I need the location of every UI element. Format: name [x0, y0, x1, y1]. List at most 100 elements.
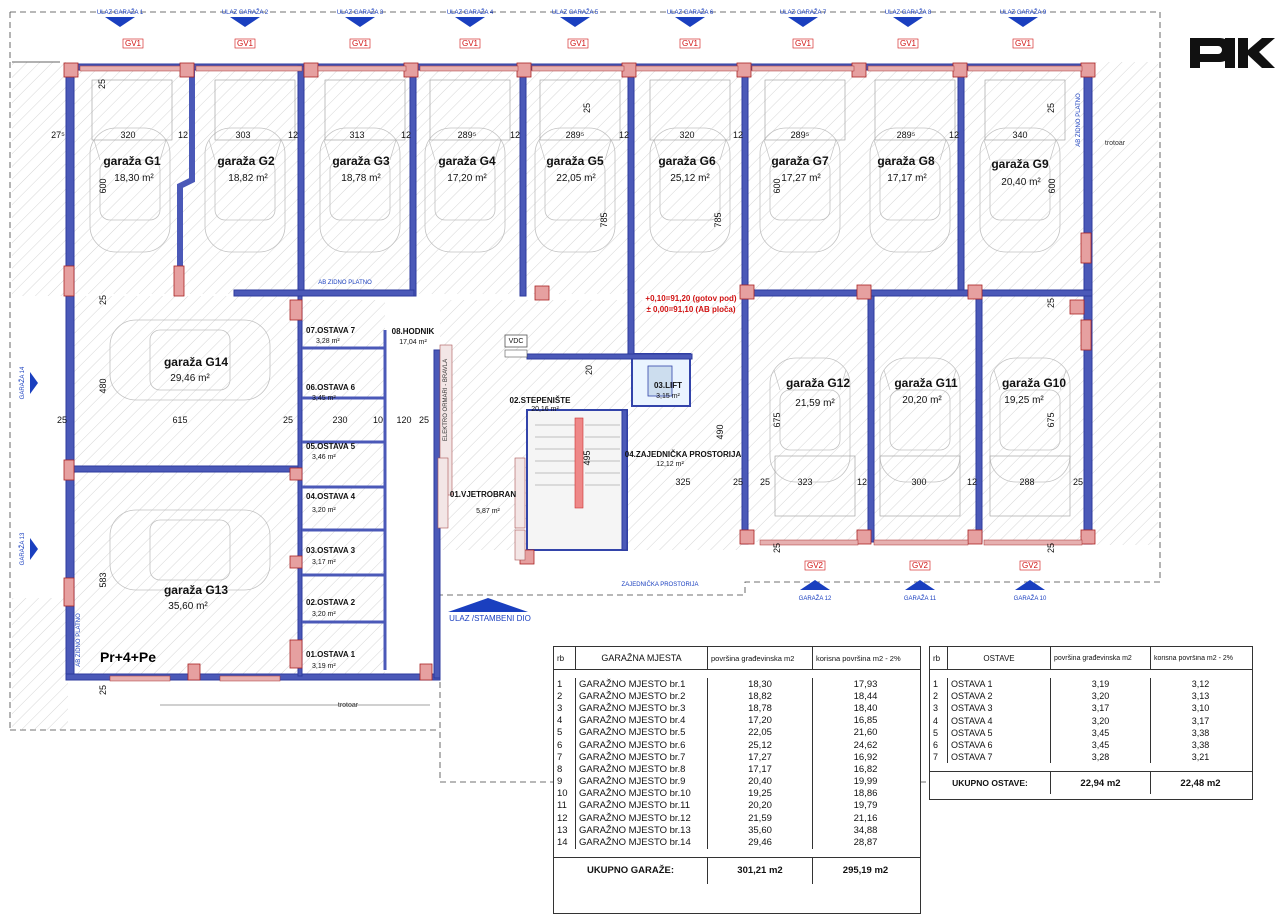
garage-area: 25,12 m²	[670, 173, 710, 184]
table-cell: 3,45	[1051, 738, 1151, 752]
dim: 12	[401, 130, 411, 140]
table-cell: GARAŽNO MJESTO br.13	[576, 824, 708, 837]
top-entrance-label: ULAZ GARAŽA 2	[222, 8, 269, 16]
garage-width: 289⁵	[897, 130, 916, 140]
table-cell: 22,05	[708, 726, 813, 739]
garage-area: 35,60 m²	[168, 601, 208, 612]
door-code: GV1	[570, 39, 587, 48]
left-garage-band	[68, 296, 300, 678]
garage-area: 18,30 m²	[114, 173, 154, 184]
dim: 25	[760, 477, 770, 487]
door-code: GV1	[352, 39, 369, 48]
storage-name: 05.OSTAVA 5	[306, 442, 356, 451]
table-cell: 3,28	[1051, 751, 1151, 764]
header-cell: korisna površina m2 - 2%	[1154, 654, 1233, 662]
table-cell: 10	[554, 787, 576, 800]
dim: 25	[98, 685, 108, 695]
garage-width: 289⁵	[458, 130, 477, 140]
top-garage-band	[68, 66, 1092, 294]
dim: 675	[1046, 412, 1056, 427]
header-cell: rb	[930, 647, 948, 669]
garage-area: 17,20 m²	[447, 173, 487, 184]
site-boundary	[10, 11, 1161, 783]
table-cell: GARAŽNO MJESTO br.6	[576, 738, 708, 752]
total-label: UKUPNO OSTAVE:	[930, 772, 1051, 795]
table-cell: 3,45	[1051, 726, 1151, 739]
table-cell: 5	[930, 726, 948, 739]
dim: 25	[283, 415, 293, 425]
table-cell: 20,40	[708, 775, 813, 788]
table-cell: OSTAVA 1	[948, 678, 1051, 691]
table-cell: OSTAVA 3	[948, 702, 1051, 715]
dim: 27⁵	[51, 130, 65, 140]
dim: 25	[582, 103, 592, 113]
storage-area: 3,46 m²	[312, 454, 336, 461]
table-header: rb GARAŽNA MJESTA površina građevinska m…	[554, 647, 920, 670]
sidewalk-label: trotoar	[338, 702, 359, 709]
garage-area: 21,59 m²	[795, 398, 835, 409]
garage-name: garaža G11	[894, 376, 958, 390]
table-cell: 7	[554, 751, 576, 764]
table-cell: 7	[930, 751, 948, 764]
garage-name: garaža G13	[164, 583, 228, 597]
garage-width: 289⁵	[791, 130, 810, 140]
wall-label: AB ZIDNO PLATNO	[76, 613, 82, 667]
table-cell: 19,99	[853, 776, 878, 788]
elektro-label: ELEKTRO ORMARI - BRAVLA	[443, 359, 449, 441]
table-cell: 17,27	[708, 751, 813, 764]
table-cell: 16,82	[853, 763, 878, 775]
dim: 120	[396, 415, 411, 425]
room-name: 01.VJETROBRAN	[450, 490, 516, 499]
table-cell: GARAŽNO MJESTO br.9	[576, 775, 708, 788]
total-gross: 22,94 m2	[1051, 772, 1151, 795]
door-code-bottom: GV2	[912, 561, 929, 570]
table-cell: GARAŽNO MJESTO br.5	[576, 726, 708, 739]
table-cell: 1	[930, 678, 948, 691]
table-cell: OSTAVA 2	[948, 690, 1051, 703]
table-cell: 35,60	[708, 824, 813, 837]
table-cell: 6	[554, 738, 576, 752]
storage-area: 3,45 m²	[312, 395, 336, 402]
vdc-label: VDC	[509, 338, 524, 345]
dim: 20	[584, 365, 594, 375]
header-cell: OSTAVE	[948, 647, 1051, 669]
pik-logo	[1190, 38, 1275, 68]
dim: 25	[772, 543, 782, 553]
garage-area: 19,25 m²	[1004, 395, 1044, 406]
table-cell: 3,17	[1191, 715, 1210, 726]
dim: 785	[599, 212, 609, 227]
dim: 25	[1073, 477, 1083, 487]
dim: 12	[178, 130, 188, 140]
bottom-entrance-label: GARAŽA 10	[1014, 594, 1047, 602]
table-cell: 4	[930, 714, 948, 727]
table-cell: 8	[554, 763, 576, 776]
garage-area: 18,82 m²	[228, 173, 268, 184]
table-cell: 18,86	[853, 788, 878, 800]
wall-label: AB ZIDNO PLATNO	[318, 280, 372, 286]
table-cell: 3,19	[1051, 678, 1151, 691]
dim: 12	[619, 130, 629, 140]
garage-table: rb GARAŽNA MJESTA površina građevinska m…	[553, 646, 921, 914]
garage-name: garaža G14	[164, 355, 228, 369]
dim: 25	[97, 79, 107, 89]
table-cell: 2	[930, 690, 948, 703]
sidewalk-right	[1092, 62, 1158, 545]
garage-width: 303	[235, 130, 250, 140]
table-cell: 17,93	[853, 678, 878, 690]
garage-width: 340	[1012, 130, 1027, 140]
table-cell: 18,78	[708, 702, 813, 715]
table-cell: 11	[554, 799, 576, 813]
table-cell: GARAŽNO MJESTO br.12	[576, 812, 708, 825]
room-name: 04.ZAJEDNIČKA PROSTORIJA	[625, 450, 742, 459]
table-cell: OSTAVA 5	[948, 726, 1051, 739]
dim: 675	[772, 412, 782, 427]
